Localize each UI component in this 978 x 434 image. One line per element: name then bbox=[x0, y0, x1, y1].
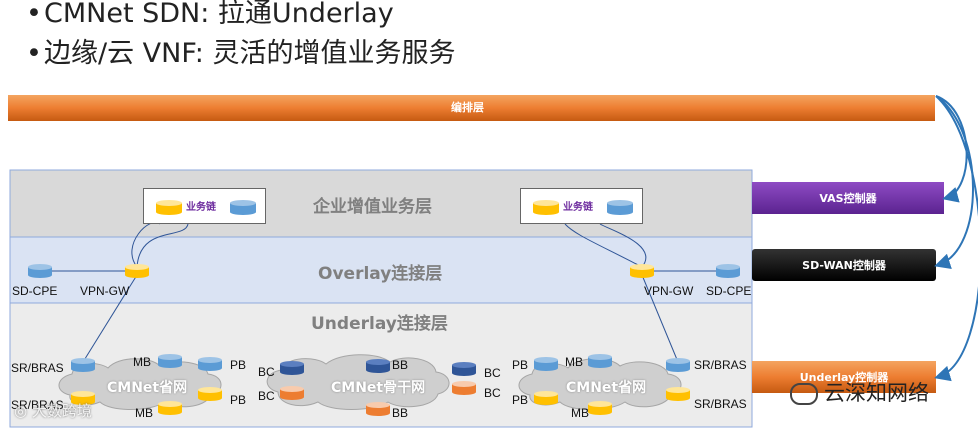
device-pb-left-1-icon bbox=[198, 357, 222, 371]
orchestration-bar bbox=[8, 95, 935, 121]
watermark-left-text: 大数跨境 bbox=[31, 402, 92, 420]
label-sr-bras-right-1: SR/BRAS bbox=[694, 358, 747, 372]
label-pb-right-1: PB bbox=[512, 358, 529, 372]
label-pb-right-2: PB bbox=[512, 393, 529, 407]
service-chain-label: 业务链 bbox=[186, 202, 216, 213]
link-vpngw-chain-left bbox=[136, 223, 189, 268]
chain-device-blue-icon bbox=[607, 200, 633, 215]
link-vpngw-srbras-left bbox=[82, 274, 138, 363]
cloud-left-label: CMNet省网 bbox=[107, 380, 188, 396]
device-bc-1-icon bbox=[280, 361, 304, 375]
link-vpngw-chain-right-b bbox=[599, 223, 647, 268]
label-mb-right-2: MB bbox=[571, 406, 589, 420]
arrow-to-underlay bbox=[934, 95, 978, 382]
bullet-text: CMNet SDN: 拉通Underlay bbox=[44, 0, 394, 29]
vas-controller: VAS控制器 bbox=[819, 192, 877, 205]
device-bb-2-icon bbox=[366, 402, 390, 416]
label-sr-bras-right-2: SR/BRAS bbox=[694, 397, 747, 411]
device-bb-1-icon bbox=[366, 359, 390, 373]
watermark-right: 云深知网络 bbox=[790, 377, 929, 407]
wechat-icon bbox=[790, 383, 818, 405]
label-sd-cpe-left: SD-CPE bbox=[12, 284, 58, 298]
device-sd-cpe-right-icon bbox=[716, 264, 740, 278]
device-sr-bras-left-1-icon bbox=[71, 358, 95, 372]
underlay-controller-box bbox=[752, 361, 936, 393]
device-vpn-gw-left-icon bbox=[125, 264, 149, 278]
link-vpngw-chain-right bbox=[564, 223, 643, 268]
label-bb-1: BB bbox=[392, 358, 409, 372]
label-sr-bras-left-2: SR/BRAS bbox=[11, 398, 64, 412]
label-pb-left-1: PB bbox=[230, 358, 247, 372]
device-pb-left-2-icon bbox=[198, 387, 222, 401]
vas-controller-box bbox=[752, 182, 944, 214]
label-sr-bras-left-1: SR/BRAS bbox=[11, 361, 64, 375]
arrow-to-sdwan bbox=[934, 95, 974, 269]
overlay-layer-title: Overlay连接层 bbox=[318, 264, 443, 284]
cloud-center bbox=[266, 354, 450, 410]
device-mb-right-1-icon bbox=[588, 354, 612, 368]
underlay-layer-title: Underlay连接层 bbox=[311, 314, 448, 334]
device-pb-right-1-icon bbox=[534, 357, 558, 371]
label-mb-left-2: MB bbox=[135, 406, 153, 420]
device-sr-bras-left-2-icon bbox=[71, 391, 95, 405]
bullet-edge-cloud-vnf: •边缘/云 VNF: 灵活的增值业务服务 bbox=[26, 38, 456, 69]
device-sr-bras-right-2-icon bbox=[666, 387, 690, 401]
sdwan-controller-box bbox=[752, 249, 936, 281]
label-sd-cpe-right: SD-CPE bbox=[706, 284, 752, 298]
service-chain-label: 业务链 bbox=[563, 202, 593, 213]
bullet-cmnet-sdn: •CMNet SDN: 拉通Underlay bbox=[26, 0, 394, 29]
sdwan-controller: SD-WAN控制器 bbox=[802, 259, 886, 272]
chain-device-yellow-icon bbox=[156, 200, 182, 215]
label-pb-left-2: PB bbox=[230, 393, 247, 407]
label-vpn-gw-left: VPN-GW bbox=[80, 284, 130, 298]
label-bc-2: BC bbox=[258, 389, 275, 403]
device-bc-4-icon bbox=[452, 381, 476, 395]
cloud-center-label: CMNet骨干网 bbox=[331, 380, 426, 396]
service-chain-left: 业务链 bbox=[143, 188, 266, 224]
orchestration-layer-label: 编排层 bbox=[451, 101, 484, 114]
device-mb-left-2-icon bbox=[158, 401, 182, 415]
device-bc-2-icon bbox=[280, 386, 304, 400]
device-pb-right-2-icon bbox=[534, 391, 558, 405]
link-vpngw-srbras-right bbox=[641, 274, 679, 363]
device-sr-bras-right-1-icon bbox=[666, 358, 690, 372]
label-bc-3: BC bbox=[484, 366, 501, 380]
device-mb-left-1-icon bbox=[158, 354, 182, 368]
label-mb-left-1: MB bbox=[133, 355, 151, 369]
device-vpn-gw-right-icon bbox=[630, 264, 654, 278]
watermark-logo-icon: ◎ bbox=[14, 402, 32, 420]
chain-device-yellow-icon bbox=[533, 200, 559, 215]
label-vpn-gw-right: VPN-GW bbox=[644, 284, 694, 298]
chain-device-blue-icon bbox=[230, 200, 256, 215]
label-bb-2: BB bbox=[392, 406, 409, 420]
device-bc-3-icon bbox=[452, 362, 476, 376]
service-chain-right: 业务链 bbox=[520, 188, 643, 224]
underlay-controller: Underlay控制器 bbox=[799, 371, 889, 384]
enterprise-layer-title: 企业增值业务层 bbox=[313, 197, 432, 217]
label-bc-1: BC bbox=[258, 365, 275, 379]
cloud-right-label: CMNet省网 bbox=[566, 380, 647, 396]
label-mb-right-1: MB bbox=[565, 355, 583, 369]
device-mb-right-2-icon bbox=[588, 401, 612, 415]
device-sd-cpe-left-icon bbox=[28, 264, 52, 278]
watermark-right-text: 云深知网络 bbox=[824, 381, 929, 405]
label-bc-4: BC bbox=[484, 386, 501, 400]
watermark-left: ◎ 大数跨境 bbox=[14, 400, 92, 421]
bullet-text: 边缘/云 VNF: 灵活的增值业务服务 bbox=[44, 38, 456, 69]
